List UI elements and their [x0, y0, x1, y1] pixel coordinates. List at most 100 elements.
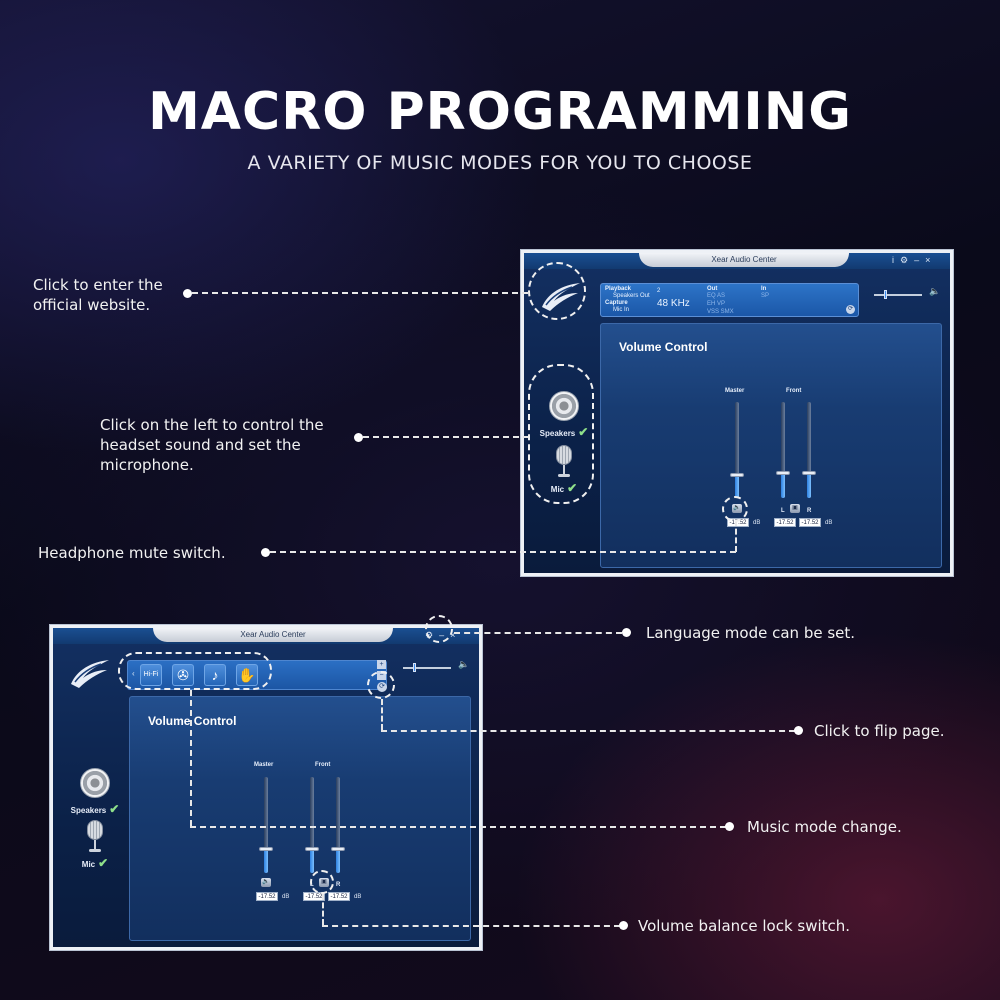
window-title: Xear Audio Center [639, 253, 849, 267]
right-db-field[interactable]: -17.52 [328, 892, 350, 901]
out-effects-1: EQ AS [707, 293, 726, 299]
add-mode-button[interactable]: + [377, 660, 386, 669]
mic-icon [85, 820, 105, 852]
master-slider[interactable] [735, 402, 739, 498]
check-icon: ✔ [578, 425, 589, 439]
speaker-icon [80, 768, 110, 798]
device-info-panel: Playback 2 Speakers Out Capture Mic In 4… [600, 283, 859, 317]
front-label: Front [315, 762, 331, 768]
callout-dot [354, 433, 363, 442]
callout-line [190, 826, 726, 828]
front-db-unit: dB [354, 894, 362, 900]
mic-label: Mic [81, 860, 96, 869]
callout-website: Click to enter the official website. [33, 276, 163, 314]
film-reel-icon[interactable]: ✇ [172, 664, 194, 686]
speakers-label: Speakers [539, 429, 576, 438]
front-label: Front [786, 388, 802, 394]
out-label: Out [707, 286, 718, 292]
flip-page-icon[interactable]: ⟳ [846, 305, 855, 314]
callout-line [735, 520, 737, 552]
mute-highlight [722, 496, 748, 522]
sidebar-item-speakers[interactable]: Speakers✔ [538, 391, 590, 439]
callout-dot [622, 628, 631, 637]
mode-hifi[interactable]: Hi-Fi [140, 664, 162, 686]
master-slider-thumb[interactable] [730, 473, 744, 477]
callout-line [270, 551, 736, 553]
callout-balance-lock: Volume balance lock switch. [638, 917, 851, 935]
master-slider-fill [264, 850, 268, 873]
left-db-field[interactable]: -17.52 [774, 518, 796, 527]
main-volume-slider[interactable] [403, 662, 453, 674]
right-slider-fill [336, 850, 340, 873]
music-note-icon[interactable]: ♪ [204, 664, 226, 686]
callout-music-mode: Music mode change. [747, 818, 902, 836]
master-slider[interactable] [264, 777, 268, 873]
master-db-unit: dB [753, 520, 761, 526]
playback-label: Playback [605, 286, 632, 292]
playback-count: 2 [657, 288, 661, 294]
right-slider[interactable] [807, 402, 811, 498]
master-label: Master [254, 762, 274, 768]
right-slider-fill [807, 474, 811, 498]
out-effects-2: EH VP [707, 301, 726, 307]
volume-control-panel: Volume Control Master Front 🔈 L ▣ R -17.… [129, 696, 471, 941]
settings-button[interactable]: ⚙ [900, 255, 915, 265]
main-volume-knob[interactable] [884, 290, 887, 299]
window-title: Xear Audio Center [153, 628, 393, 642]
close-button[interactable]: × [925, 255, 937, 265]
logo-icon[interactable] [67, 656, 111, 690]
callout-line [322, 894, 324, 925]
check-icon: ✔ [98, 856, 109, 870]
left-slider-thumb[interactable] [776, 471, 790, 475]
right-channel-label: R [336, 882, 341, 888]
callout-dot [183, 289, 192, 298]
left-slider-fill [781, 474, 785, 498]
volume-control-panel: Volume Control Master Front 🔈 L ▣ R -17.… [600, 323, 942, 568]
sidebar-item-mic[interactable]: Mic✔ [65, 820, 125, 870]
left-slider[interactable] [310, 777, 314, 873]
info-button[interactable]: i [892, 255, 900, 265]
left-channel-label: L [781, 508, 785, 514]
callout-line [192, 292, 528, 294]
mic-in-label: Mic In [613, 307, 630, 313]
speakers-out-label: Speakers Out [613, 293, 650, 299]
modes-highlight [118, 652, 272, 690]
right-slider-thumb[interactable] [802, 471, 816, 475]
flip-highlight [367, 671, 395, 699]
main-volume-slider[interactable] [874, 289, 924, 301]
speaker-icon [549, 391, 579, 421]
speakers-label: Speakers [70, 806, 107, 815]
right-channel-label: R [807, 508, 812, 514]
right-db-field[interactable]: -17.52 [799, 518, 821, 527]
callout-dot [261, 548, 270, 557]
callout-line [322, 925, 620, 927]
volume-icon[interactable]: 🔈 [929, 286, 941, 296]
in-effects: SP [761, 293, 770, 299]
callout-mute: Headphone mute switch. [38, 544, 226, 562]
left-slider-thumb[interactable] [305, 847, 319, 851]
lock-highlight [310, 870, 334, 894]
main-volume-knob[interactable] [413, 663, 416, 672]
minimize-button[interactable]: – [914, 255, 926, 265]
window-controls: i⚙–× [892, 254, 936, 267]
sidebar-highlight [528, 364, 594, 504]
panel-title: Volume Control [619, 340, 708, 354]
master-slider-fill [735, 476, 739, 498]
master-slider-thumb[interactable] [259, 847, 273, 851]
callout-line [381, 730, 795, 732]
callout-sidebar: Click on the left to control the headset… [100, 416, 324, 474]
right-slider[interactable] [336, 777, 340, 873]
left-db-field[interactable]: -17.52 [303, 892, 325, 901]
callout-line [381, 699, 383, 730]
lock-button[interactable]: ▣ [790, 504, 800, 513]
mute-button[interactable]: 🔈 [261, 878, 271, 887]
left-slider[interactable] [781, 402, 785, 498]
volume-icon[interactable]: 🔈 [458, 659, 470, 669]
hifi-label: Hi-Fi [143, 671, 159, 678]
master-db-field[interactable]: -17.52 [256, 892, 278, 901]
check-icon: ✔ [109, 802, 120, 816]
sidebar-item-speakers[interactable]: Speakers✔ [65, 768, 125, 816]
right-slider-thumb[interactable] [331, 847, 345, 851]
callout-line [454, 632, 622, 634]
close-button[interactable]: × [450, 630, 462, 640]
